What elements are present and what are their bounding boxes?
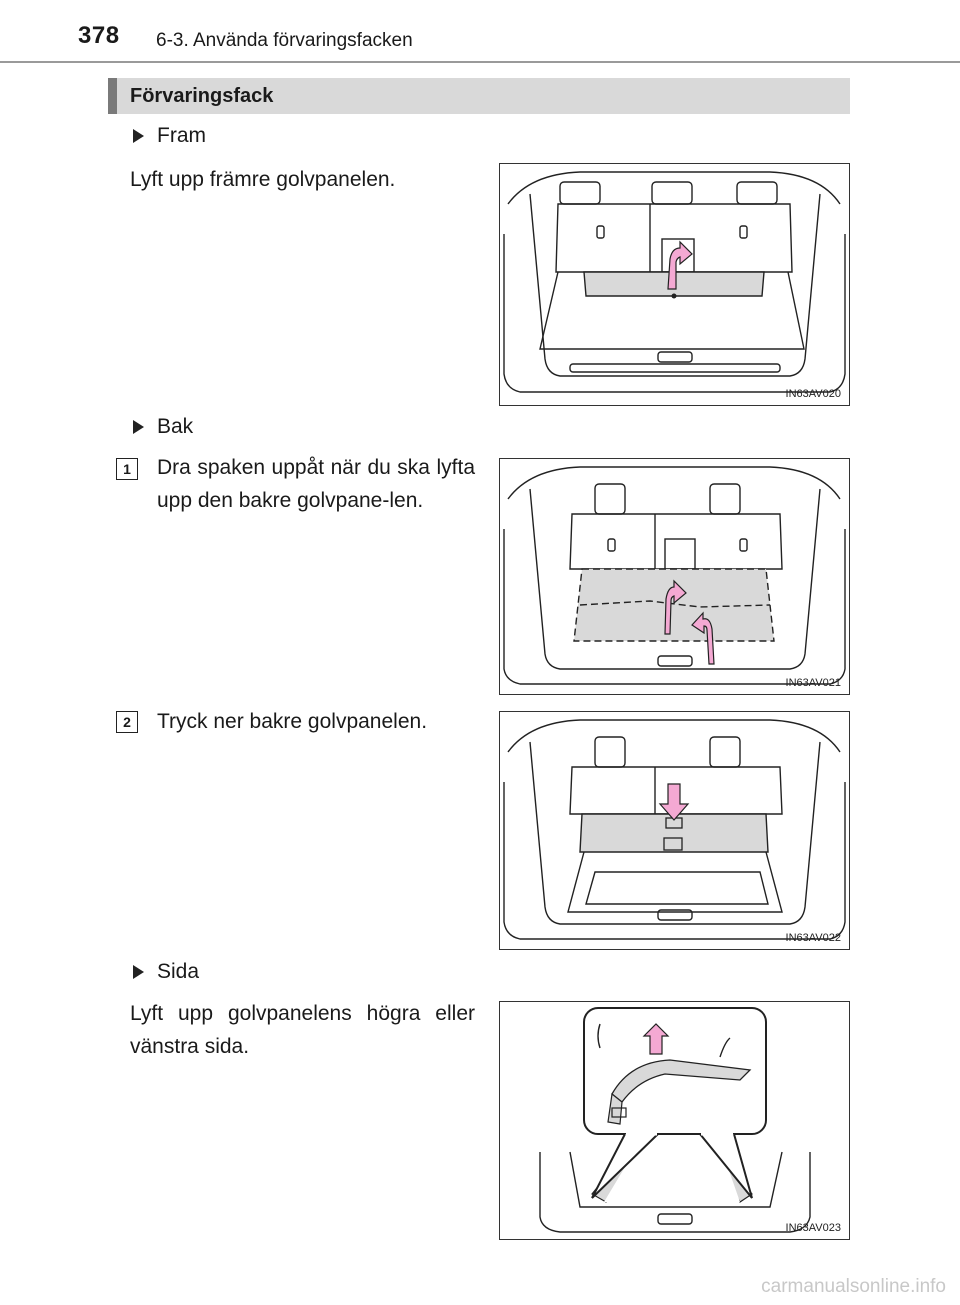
figure-front-floor-panel: IN63AV020: [499, 163, 850, 406]
cargo-rear-push-illustration: [503, 719, 846, 940]
cargo-front-illustration: [503, 171, 846, 393]
lever-arrow-icon: [691, 611, 715, 665]
header-rule: [0, 61, 960, 63]
step-number-1: 1: [116, 458, 138, 480]
push-down-arrow-icon: [658, 783, 690, 821]
cargo-side-illustration: [539, 1007, 811, 1233]
rear-step-2-text: Tryck ner bakre golvpanelen.: [157, 710, 428, 733]
lift-arrow-icon: [664, 579, 687, 635]
bullet-label-rear: Bak: [157, 415, 194, 438]
bullet-triangle-icon: [133, 965, 144, 979]
figure-rear-push-down: IN63AV022: [499, 711, 850, 950]
front-instruction: Lyft upp främre golvpanelen.: [130, 168, 396, 191]
cargo-rear-lever-illustration: [503, 466, 846, 685]
chapter-title: 6-3. Använda förvaringsfacken: [156, 30, 413, 51]
rear-step-1-text: Dra spaken uppåt när du ska lyfta upp de…: [157, 456, 475, 512]
bullet-triangle-icon: [133, 420, 144, 434]
section-accent: [108, 78, 117, 114]
bullet-label-side: Sida: [157, 960, 200, 983]
step-number-2: 2: [116, 711, 138, 733]
figure-code: IN63AV023: [785, 1222, 841, 1234]
figure-side-floor-panel: IN63AV023: [499, 1001, 850, 1240]
bullet-label-front: Fram: [157, 124, 206, 147]
page-number: 378: [78, 22, 120, 49]
figure-code: IN63AV020: [785, 388, 841, 400]
watermark: carmanualsonline.info: [761, 1276, 946, 1297]
lift-arrow-icon: [667, 240, 693, 290]
section-title: Förvaringsfack: [130, 85, 274, 107]
figure-rear-lever: IN63AV021: [499, 458, 850, 695]
bullet-triangle-icon: [133, 129, 144, 143]
figure-code: IN63AV021: [785, 677, 841, 689]
figure-code: IN63AV022: [785, 932, 841, 944]
section-heading-bar: Förvaringsfack: [108, 78, 850, 114]
lift-arrow-icon: [642, 1023, 670, 1055]
side-instruction: Lyft upp golvpanelens högra eller vänstr…: [130, 1002, 475, 1058]
